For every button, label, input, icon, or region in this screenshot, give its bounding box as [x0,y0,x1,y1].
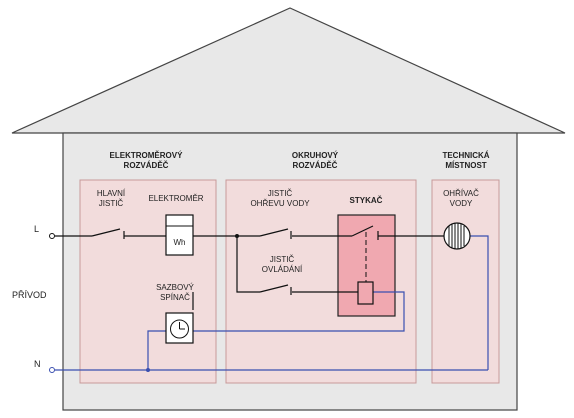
supply-label: PŘÍVOD [12,290,47,300]
heater-breaker-switch [259,228,292,239]
tech-room-title-2: MÍSTNOST [445,161,486,170]
control-breaker-label-2: OVLÁDÁNÍ [262,265,303,274]
heater-breaker-label-2: OHŘEVU VODY [250,199,310,208]
tariff-switch-label-1: SAZBOVÝ [156,283,194,292]
house-roof [11,7,566,134]
neutral-wiring [55,235,489,371]
main-breaker-switch [91,228,126,239]
phase-wiring [55,235,444,310]
water-heater [443,222,471,250]
meter-unit: Wh [174,238,186,247]
tech-room-title-1: TECHNICKÁ [442,151,489,160]
meter-board-title-1: ELEKTROMĚROVÝ [110,151,184,160]
contactor-label: STYKAČ [350,196,383,205]
control-breaker-switch [259,284,292,295]
tariff-switch [165,312,194,344]
meter: Wh [165,214,194,256]
phase-terminal [49,233,55,239]
phase-junction [235,234,239,238]
meter-label: ELEKTROMĚR [148,194,203,203]
heater-breaker-label-1: JISTIČ [268,189,293,198]
tariff-switch-label-2: SPÍNAČ [160,293,190,302]
contactor-switch [351,225,379,240]
neutral-junction [146,368,150,372]
neutral-label: N [34,359,41,369]
tech-room-box [431,179,500,384]
meter-board-title-2: ROZVÁDĚČ [124,161,169,170]
circuit-board-title-2: ROZVÁDĚČ [293,161,338,170]
main-breaker-label-2: JISTIČ [99,199,124,208]
neutral-terminal [49,367,55,373]
contactor-coil [357,281,374,305]
control-breaker-label-1: JISTIČ [270,255,295,264]
phase-label: L [34,224,39,234]
circuit-board-title-1: OKRUHOVÝ [292,151,339,160]
main-breaker-label-1: HLAVNÍ [97,189,126,198]
water-heater-label-2: VODY [450,199,473,208]
water-heater-label-1: OHŘÍVAČ [443,189,479,198]
